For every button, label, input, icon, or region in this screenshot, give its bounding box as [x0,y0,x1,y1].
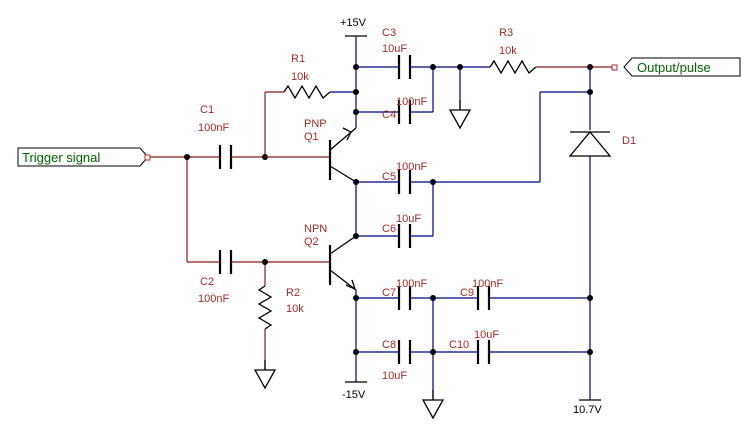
output-pulse-label: Output/pulse [637,60,711,75]
positive-rail: +15V [340,17,367,128]
q2-ref: Q2 [304,236,319,248]
q1-type: PNP [304,118,327,130]
diode-d1: D1 [568,67,636,400]
bias-supply: 10.7V [573,399,602,416]
r2-value: 10k [286,303,304,315]
trigger-signal-port: Trigger signal [17,147,151,167]
capacitor-c1: C1 100nF [198,104,265,169]
input-wiring [150,154,215,263]
c1-value: 100nF [198,122,229,134]
ground-symbol-1 [449,64,471,129]
c4-value: 100nF [396,96,427,108]
c2-ref: C2 [200,276,214,288]
resistor-r1: R1 10k [262,53,356,160]
c5-ref: C5 [382,171,396,183]
capacitor-c7: C7 100nF [356,278,478,310]
c10-value: 10uF [474,329,499,341]
resistor-r3: R3 10k [489,27,612,75]
negative-rail: -15V [342,290,367,401]
c8-value: 10uF [382,370,407,382]
c1-ref: C1 [200,104,214,116]
capacitor-c5: C5 100nF [382,91,590,194]
capacitor-c4: C4 100nF [356,64,436,124]
bias-supply-label: 10.7V [573,404,602,416]
transistor-q1: PNP Q1 [265,118,357,183]
q2-type: NPN [304,223,327,235]
trigger-signal-label: Trigger signal [22,150,100,165]
capacitor-c6: C6 10uF [353,182,434,248]
c7-ref: C7 [382,287,396,299]
capacitor-c2: C2 100nF [198,250,265,305]
c8-ref: C8 [382,339,396,351]
c6-ref: C6 [382,223,396,235]
r3-ref: R3 [499,27,513,39]
c9-value: 100nF [472,278,503,290]
r2-ref: R2 [286,287,300,299]
c7-value: 100nF [396,278,427,290]
c3-value: 10uF [382,43,407,55]
capacitor-c3: C3 10uF [356,27,490,79]
c5-value: 100nF [396,161,427,173]
r1-value: 10k [291,71,309,83]
q1-ref: Q1 [304,131,319,143]
capacitor-c8: C8 10uF [356,298,478,419]
r1-ref: R1 [291,53,305,65]
capacitor-c9: C9 100nF [460,278,593,310]
c10-ref: C10 [449,339,469,351]
capacitor-c10: C10 10uF [449,329,593,364]
c6-value: 10uF [396,213,421,225]
transistor-q2: NPN Q2 [265,223,357,291]
c2-value: 100nF [198,293,229,305]
negative-supply-label: -15V [342,389,366,401]
c9-ref: C9 [460,287,474,299]
c4-ref: C4 [382,109,396,121]
d1-ref: D1 [622,135,636,147]
c3-ref: C3 [382,27,396,39]
output-pulse-port: Output/pulse [611,57,741,77]
r3-value: 10k [499,45,517,57]
positive-supply-label: +15V [340,17,367,29]
resistor-r2: R2 10k [254,259,304,389]
